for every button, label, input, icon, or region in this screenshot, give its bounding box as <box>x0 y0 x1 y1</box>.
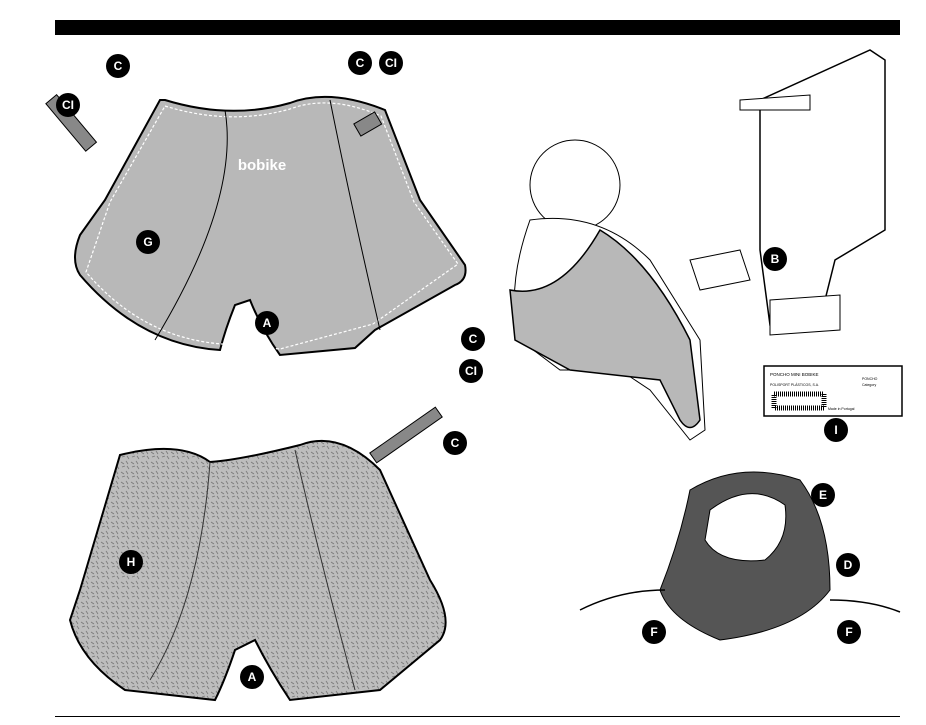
label-a: A <box>240 665 264 689</box>
label-e: E <box>811 483 835 507</box>
label-c: C <box>106 54 130 78</box>
svg-text:A: A <box>248 670 257 684</box>
label-f: F <box>837 620 861 644</box>
tag-company: POLISPORT PLÁSTICOS, S.A. <box>770 383 819 387</box>
svg-text:I: I <box>834 423 837 437</box>
svg-text:H: H <box>127 555 136 569</box>
child-wearing-poncho <box>509 139 706 441</box>
svg-text:CI: CI <box>385 56 397 70</box>
label-i: I <box>824 418 848 442</box>
svg-text:A: A <box>263 316 272 330</box>
tag-title: PONCHO MINI BOBIKE <box>770 372 819 377</box>
bobike-logo: bobike <box>238 157 286 174</box>
svg-text:G: G <box>143 235 152 249</box>
label-f: F <box>642 620 666 644</box>
label-a: A <box>255 311 279 335</box>
svg-text:C: C <box>356 56 365 70</box>
svg-text:CI: CI <box>62 98 74 112</box>
svg-text:C: C <box>469 332 478 346</box>
poncho-hood <box>579 471 901 641</box>
label-h: H <box>119 550 143 574</box>
svg-text:E: E <box>819 488 827 502</box>
label-c: C <box>348 51 372 75</box>
poncho-inner-view <box>68 406 447 702</box>
svg-text:D: D <box>844 558 853 572</box>
label-b: B <box>763 247 787 271</box>
svg-text:F: F <box>845 625 852 639</box>
header-bar <box>55 20 900 35</box>
tag-origin: Made in Portugal <box>828 407 855 411</box>
label-ci: CI <box>56 93 80 117</box>
svg-text:B: B <box>771 252 780 266</box>
label-ci: CI <box>459 359 483 383</box>
label-c: C <box>443 431 467 455</box>
svg-text:C: C <box>451 436 460 450</box>
label-ci: CI <box>379 51 403 75</box>
poncho-outer-view: bobike <box>45 93 467 357</box>
svg-text:CI: CI <box>465 364 477 378</box>
footer-rule <box>55 716 900 717</box>
label-c: C <box>461 327 485 351</box>
label-g: G <box>136 230 160 254</box>
label-d: D <box>836 553 860 577</box>
callout-labels: C CI C CI G A B C CI I C H A E D F F <box>56 51 861 689</box>
product-label-tag: PONCHO MINI BOBIKE POLISPORT PLÁSTICOS, … <box>763 365 903 417</box>
bike-seat <box>689 49 886 336</box>
tag-category: Category <box>862 383 876 387</box>
tag-product: PONCHO <box>862 377 878 381</box>
svg-text:C: C <box>114 59 123 73</box>
svg-text:F: F <box>650 625 657 639</box>
